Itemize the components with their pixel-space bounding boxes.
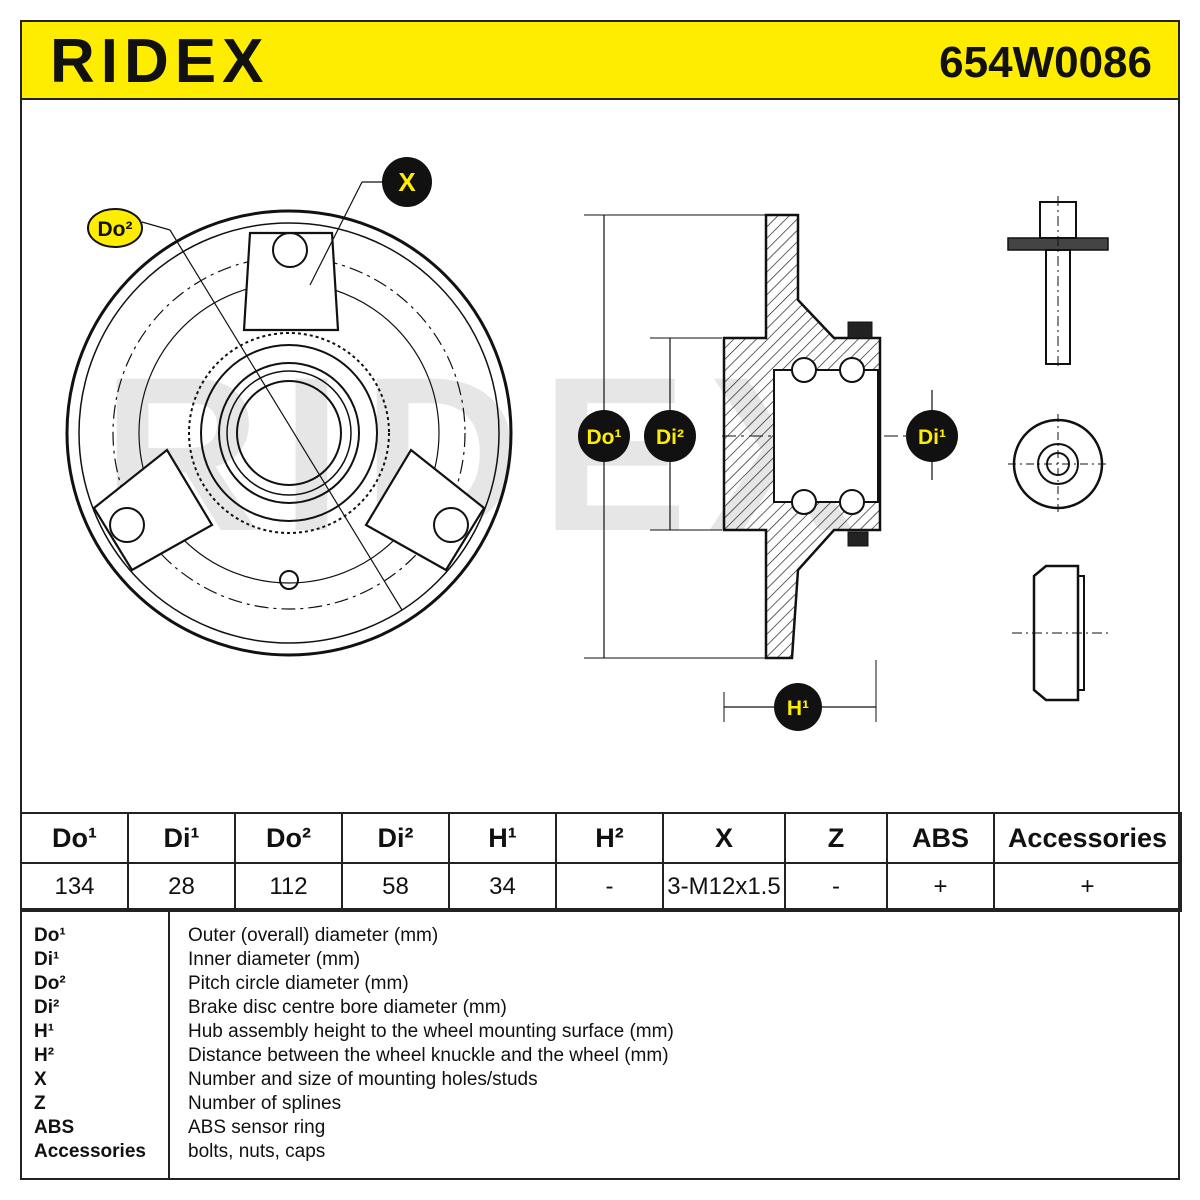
part-number: 654W0086 xyxy=(939,38,1152,87)
legend-row: Di² Brake disc centre bore diameter (mm) xyxy=(22,996,1178,1020)
legend-description: Hub assembly height to the wheel mountin… xyxy=(188,1021,674,1042)
legend-description: Number and size of mounting holes/studs xyxy=(188,1069,538,1090)
callout-do1-label: Do¹ xyxy=(587,426,622,449)
legend-key: Z xyxy=(34,1093,46,1114)
legend-row: ABS ABS sensor ring xyxy=(22,1116,1178,1140)
spec-value-cell: + xyxy=(886,862,995,912)
callout-do1: Do¹ xyxy=(578,410,630,462)
legend-description: Brake disc centre bore diameter (mm) xyxy=(188,997,507,1018)
hub-front-view xyxy=(65,181,513,657)
legend-divider xyxy=(168,910,170,1178)
nut-drawing xyxy=(1008,414,1108,514)
legend-box: Do¹ Outer (overall) diameter (mm) Di¹ In… xyxy=(20,908,1180,1180)
spec-value-cell: - xyxy=(784,862,888,912)
legend-description: Outer (overall) diameter (mm) xyxy=(188,925,439,946)
spec-header-cell: H¹ xyxy=(448,812,557,864)
legend-row: Z Number of splines xyxy=(22,1092,1178,1116)
accessories-views xyxy=(1007,196,1112,702)
legend-description: Distance between the wheel knuckle and t… xyxy=(188,1045,669,1066)
callout-di1: Di¹ xyxy=(906,410,958,462)
legend-key: Di¹ xyxy=(34,949,60,970)
spec-header-row: Do¹ Di¹ Do² Di² H¹ H² X Z ABS Accessorie… xyxy=(20,812,1182,864)
legend-row: Do¹ Outer (overall) diameter (mm) xyxy=(22,924,1178,948)
legend-key: ABS xyxy=(34,1117,75,1138)
legend-description: bolts, nuts, caps xyxy=(188,1141,326,1162)
legend-row: Accessories bolts, nuts, caps xyxy=(22,1140,1178,1164)
spec-header-cell: H² xyxy=(555,812,664,864)
legend-key: Accessories xyxy=(34,1141,146,1162)
callout-do2: Do² xyxy=(87,208,143,248)
legend-key: H¹ xyxy=(34,1021,55,1042)
legend-row: X Number and size of mounting holes/stud… xyxy=(22,1068,1178,1092)
legend-description: ABS sensor ring xyxy=(188,1117,326,1138)
legend-key: Do¹ xyxy=(34,925,66,946)
spec-value-cell: 3-M12x1.5 xyxy=(662,862,786,912)
callout-di2: Di² xyxy=(644,410,696,462)
callout-h1: H¹ xyxy=(774,683,822,731)
legend-row: Di¹ Inner diameter (mm) xyxy=(22,948,1178,972)
legend-description: Pitch circle diameter (mm) xyxy=(188,973,409,994)
callout-x-label: X xyxy=(398,167,416,197)
cap-drawing xyxy=(1012,564,1112,702)
specification-table: Do¹ Di¹ Do² Di² H¹ H² X Z ABS Accessorie… xyxy=(20,812,1182,912)
header-bar: RIDEX 654W0086 xyxy=(20,20,1180,100)
spec-header-cell: Accessories xyxy=(993,812,1182,864)
legend-key: Do² xyxy=(34,973,66,994)
callout-do2-label: Do² xyxy=(98,218,133,241)
brand-logo: RIDEX xyxy=(50,27,270,96)
callout-h1-label: H¹ xyxy=(787,697,809,720)
legend-key: H² xyxy=(34,1045,55,1066)
spec-value-cell: 34 xyxy=(448,862,557,912)
legend-key: X xyxy=(34,1069,47,1090)
spec-value-row: 134 28 112 58 34 - 3-M12x1.5 - + + xyxy=(20,862,1182,912)
legend-description: Inner diameter (mm) xyxy=(188,949,361,970)
spec-header-cell: Do¹ xyxy=(20,812,129,864)
spec-value-cell: 28 xyxy=(127,862,236,912)
spec-header-cell: Di¹ xyxy=(127,812,236,864)
spec-value-cell: 134 xyxy=(20,862,129,912)
spec-header-cell: ABS xyxy=(886,812,995,864)
callout-x: X xyxy=(382,157,432,207)
legend-row: H¹ Hub assembly height to the wheel moun… xyxy=(22,1020,1178,1044)
legend-row: H² Distance between the wheel knuckle an… xyxy=(22,1044,1178,1068)
bolt-drawing xyxy=(1007,196,1109,370)
spec-header-cell: Z xyxy=(784,812,888,864)
spec-header-cell: Do² xyxy=(234,812,343,864)
spec-header-cell: Di² xyxy=(341,812,450,864)
legend-key: Di² xyxy=(34,997,60,1018)
spec-value-cell: + xyxy=(993,862,1182,912)
spec-value-cell: - xyxy=(555,862,664,912)
hub-section-view xyxy=(584,213,952,722)
spec-header-cell: X xyxy=(662,812,786,864)
spec-value-cell: 112 xyxy=(234,862,343,912)
callout-di1-label: Di¹ xyxy=(918,426,946,449)
spec-value-cell: 58 xyxy=(341,862,450,912)
legend-row: Do² Pitch circle diameter (mm) xyxy=(22,972,1178,996)
technical-drawing: RIDEX xyxy=(65,157,1112,731)
callout-di2-label: Di² xyxy=(656,426,684,449)
legend-description: Number of splines xyxy=(188,1093,342,1114)
